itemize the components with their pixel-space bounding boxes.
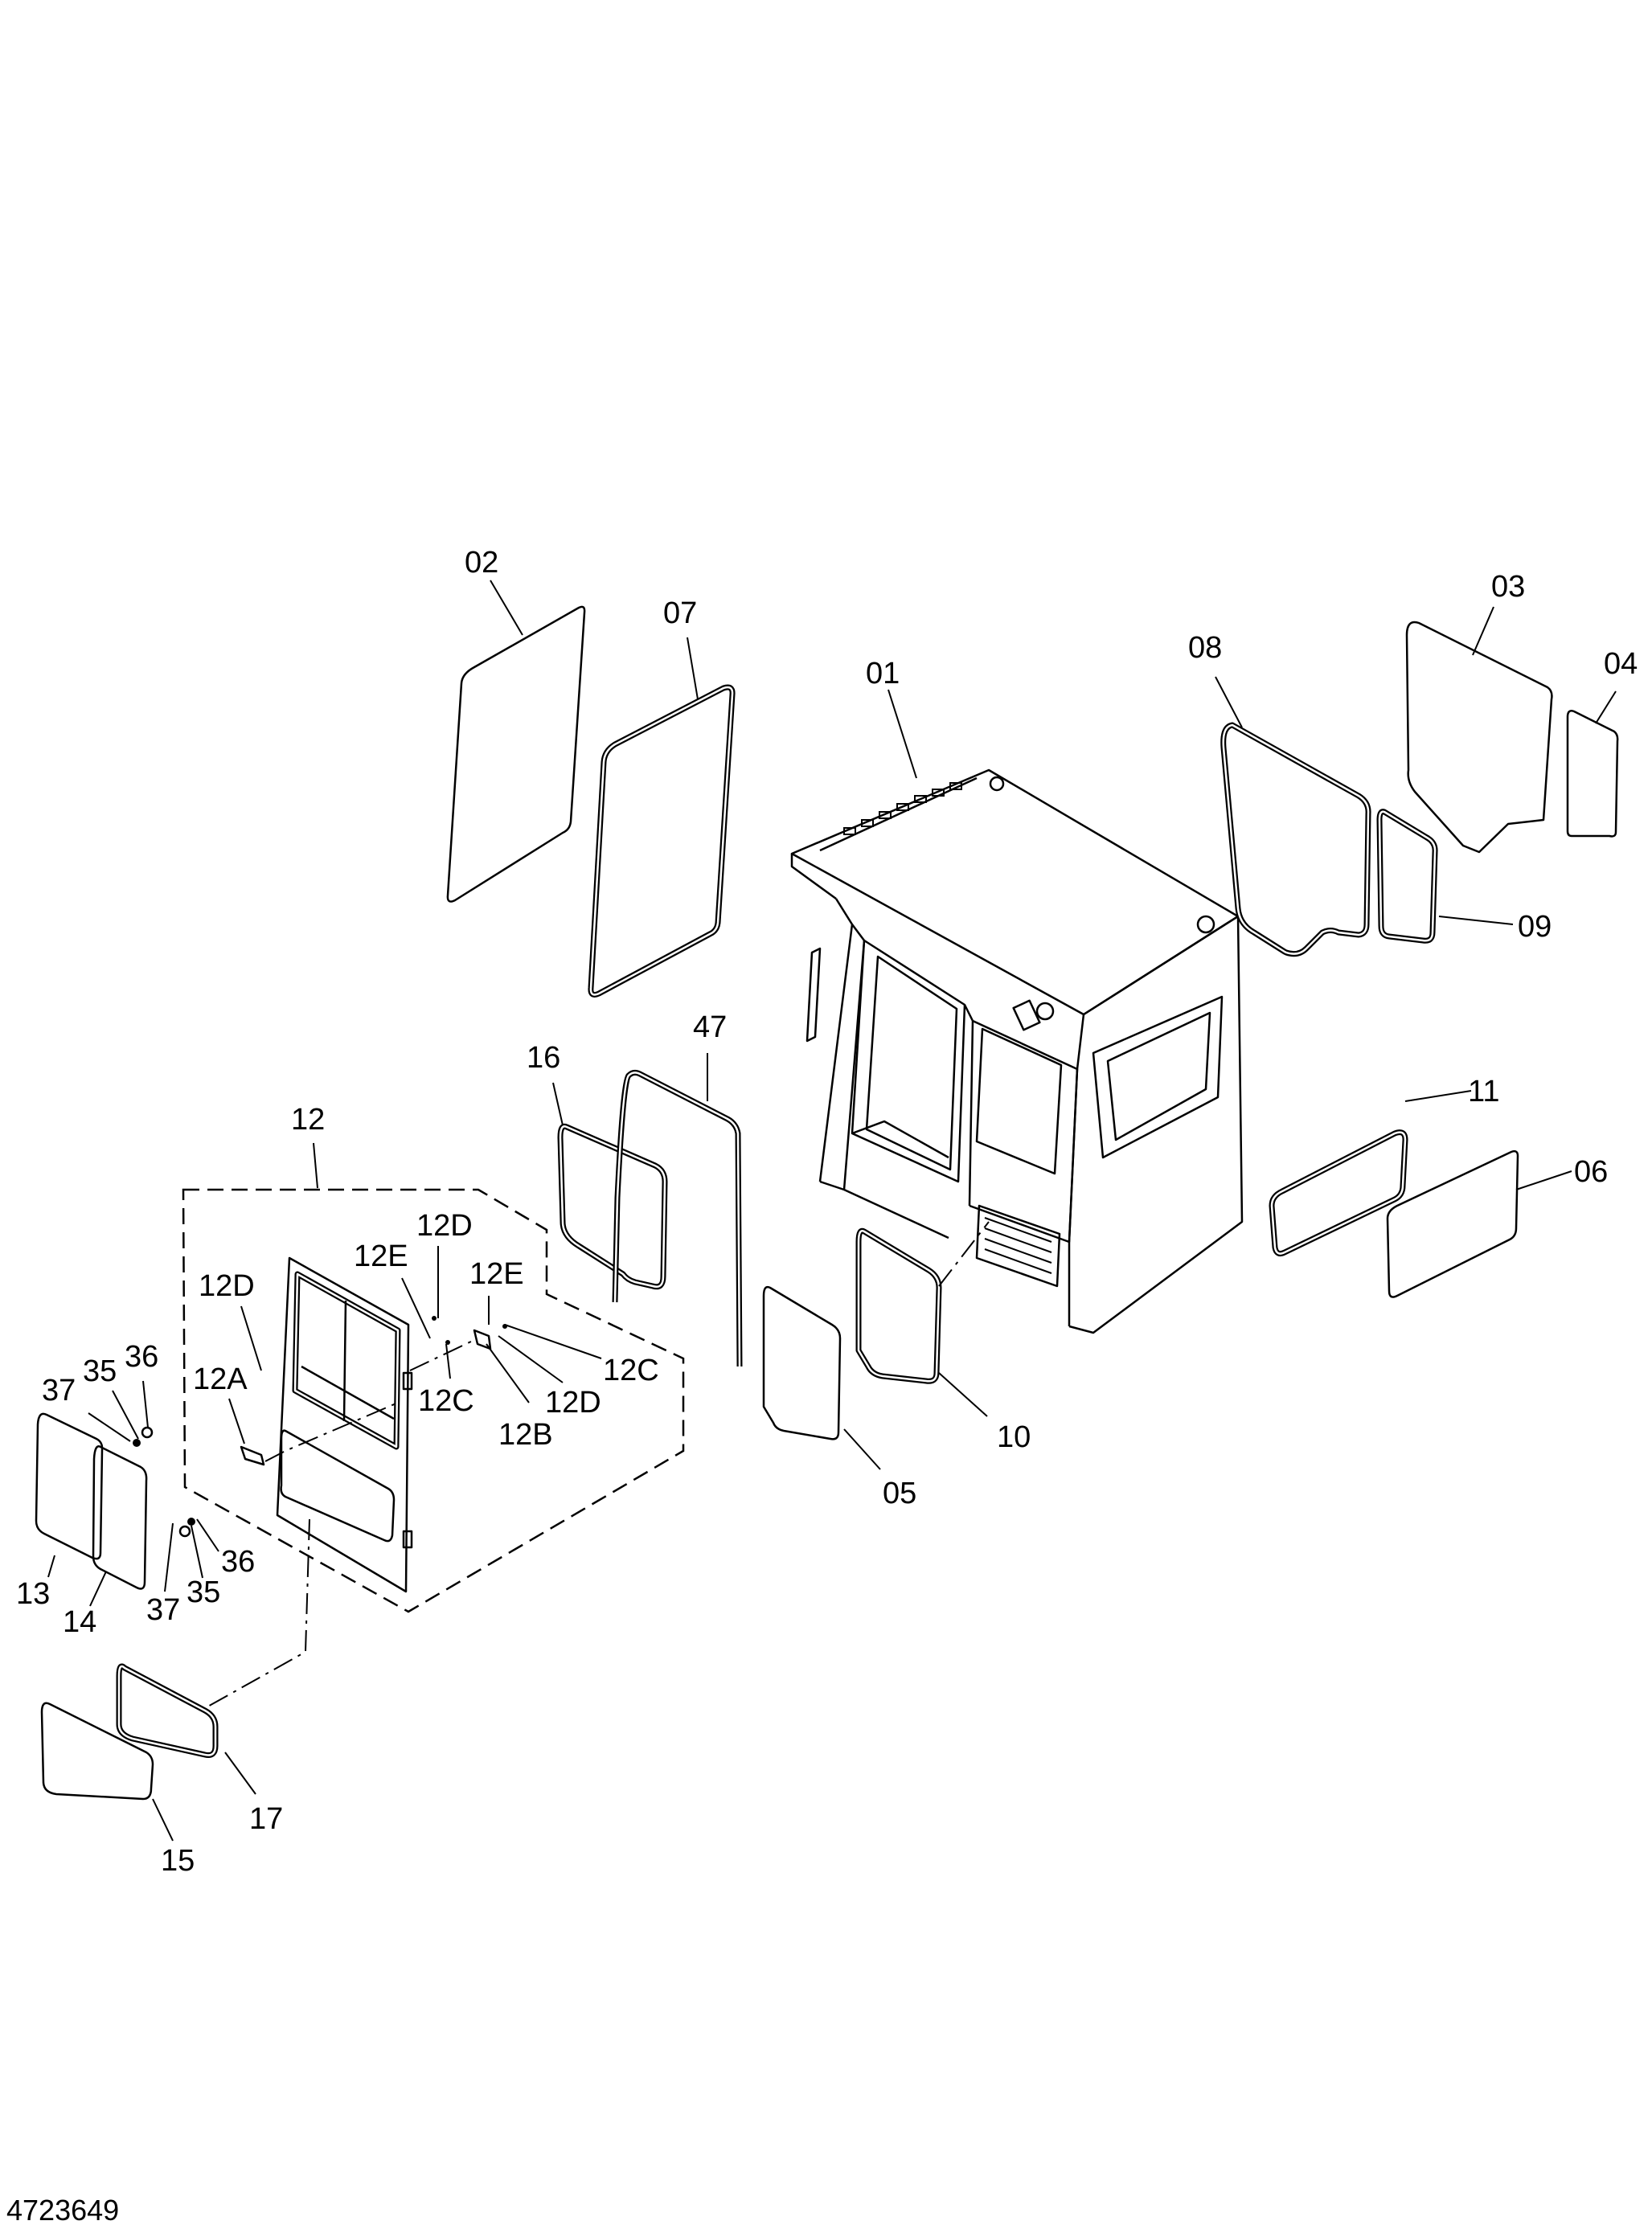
callout-12C-left: 12C [418,1384,474,1418]
glass-06 [1386,1149,1519,1298]
callout-12E-right: 12E [469,1257,524,1291]
door-assembly-boundary [182,1188,685,1613]
glass-15 [40,1702,154,1801]
callout-14: 14 [63,1605,96,1639]
weatherstrip-47 [612,1069,743,1367]
callout-17: 17 [249,1802,283,1836]
alignment-line-12B [409,1340,473,1371]
callout-04: 04 [1604,647,1638,681]
alignment-line-door-to-17 [204,1518,310,1709]
callout-15: 15 [161,1844,195,1878]
callout-08: 08 [1188,631,1222,665]
callout-03: 03 [1491,570,1525,604]
seal-09 [1376,809,1438,944]
callout-36-top: 36 [125,1340,158,1374]
glass-02 [446,605,586,903]
callout-11: 11 [1468,1075,1499,1108]
alignment-line-door-12A [264,1402,399,1462]
door-12 [240,1256,507,1593]
callout-07: 07 [663,596,697,630]
callout-35-top: 35 [83,1354,117,1388]
glass-03 [1405,621,1553,854]
callout-10: 10 [997,1420,1031,1454]
seal-16 [557,1123,668,1290]
cab-body-01 [790,768,1244,1334]
drawing-number: 4723649 [6,2194,119,2227]
seal-10 [855,1227,942,1384]
seal-07 [588,684,736,998]
callout-01: 01 [866,657,900,690]
glass-05 [762,1285,842,1440]
glass-13 [35,1412,104,1560]
callout-13: 13 [16,1577,50,1611]
callout-12B: 12B [498,1418,553,1452]
leader-lines [47,580,1617,1842]
callout-35-bottom: 35 [187,1575,220,1609]
seal-08 [1220,722,1371,957]
callout-16: 16 [527,1041,560,1075]
callout-37-top: 37 [42,1374,76,1407]
callout-02: 02 [465,546,498,580]
callout-47: 47 [693,1010,727,1044]
callout-12A: 12A [193,1362,248,1396]
callout-labels: 02 07 01 08 03 04 09 11 06 10 05 16 47 1… [16,546,1638,1878]
callout-12C-right: 12C [603,1354,659,1387]
glass-04 [1566,710,1619,838]
callout-12D-right: 12D [545,1386,601,1420]
callout-12: 12 [291,1103,325,1137]
callout-09: 09 [1518,910,1552,944]
callout-05: 05 [883,1477,916,1510]
seal-17 [116,1663,219,1758]
callout-12D-left: 12D [199,1269,255,1303]
callout-37-bottom: 37 [146,1593,180,1627]
callout-36-bottom: 36 [221,1545,255,1579]
callout-12D-top: 12D [416,1209,473,1243]
callout-12E-left: 12E [354,1239,408,1273]
callout-06: 06 [1574,1155,1608,1189]
seal-11 [1269,1129,1408,1256]
alignment-line-10 [938,1221,990,1287]
glass-14 [92,1445,148,1590]
fasteners-35-36-37 [133,1426,195,1538]
